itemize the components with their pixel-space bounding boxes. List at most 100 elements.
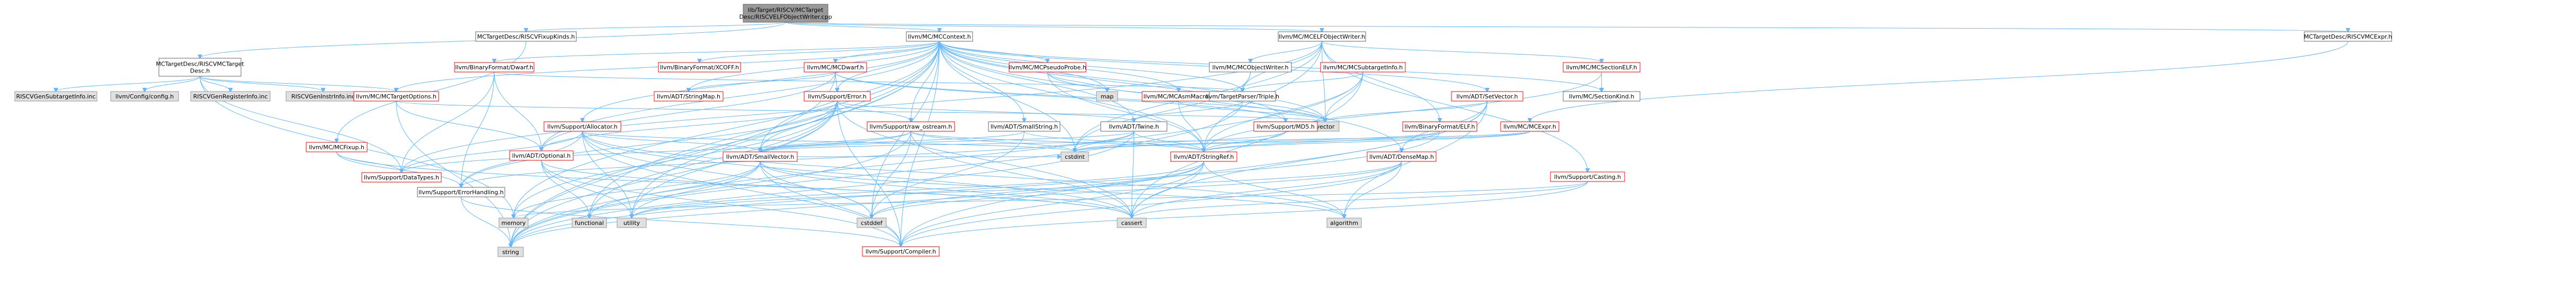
node-box <box>723 151 798 162</box>
node-mcelfobjectwriter[interactable]: llvm/MC/MCELFObjectWriter.h <box>1278 31 1366 42</box>
node-box <box>1402 121 1477 132</box>
node-mcfixup[interactable]: llvm/MC/MCFixup.h <box>306 142 368 152</box>
edge-mcasmmacro-to-stringref <box>1178 101 1204 152</box>
node-label: RISCVGenInstrInfo.inc <box>291 93 355 100</box>
edge-root-to-riscvfixupkinds <box>526 22 786 32</box>
node-datatypes[interactable]: llvm/Support/DataTypes.h <box>361 172 442 183</box>
node-smallstring[interactable]: llvm/ADT/SmallString.h <box>988 121 1060 132</box>
node-smallvector[interactable]: llvm/ADT/SmallVector.h <box>723 151 798 162</box>
node-label: llvm/ADT/DenseMap.h <box>1369 153 1434 160</box>
node-box <box>14 91 97 102</box>
node-mcasmmacro[interactable]: llvm/MC/MCAsmMacro.h <box>1142 91 1216 102</box>
node-sectionkind[interactable]: llvm/MC/SectionKind.h <box>1563 91 1641 102</box>
node-cassert[interactable]: cassert <box>1117 218 1147 228</box>
edge-smallvector-to-memory <box>514 161 761 218</box>
node-label: llvm/Support/Compiler.h <box>866 248 936 255</box>
node-md5[interactable]: llvm/Support/MD5.h <box>1253 121 1318 132</box>
edge-twine-to-stringref <box>1134 131 1204 152</box>
node-rawostream[interactable]: llvm/Support/raw_ostream.h <box>867 121 955 132</box>
edge-stringref-to-cstddef <box>872 161 1204 218</box>
node-mctargetoptions[interactable]: llvm/MC/MCTargetOptions.h <box>353 91 439 102</box>
edge-supporterror-to-compiler <box>837 101 901 247</box>
edge-supporterror-to-optional <box>541 101 837 151</box>
node-optional[interactable]: llvm/ADT/Optional.h <box>509 150 574 161</box>
node-cstdint[interactable]: cstdint <box>1060 151 1089 162</box>
node-riscvmcexpr[interactable]: MCTargetDesc/RISCVMCExpr.h <box>2304 31 2392 42</box>
node-triple[interactable]: llvm/TargetParser/Triple.h <box>1206 91 1279 102</box>
node-binaryformatxcoff[interactable]: llvm/BinaryFormat/XCOFF.h <box>658 62 741 73</box>
node-vector[interactable]: vector <box>1311 121 1340 132</box>
node-supporterror[interactable]: llvm/Support/Error.h <box>804 91 871 102</box>
node-riscvgeninstrinfo[interactable]: RISCVGenInstrInfo.inc <box>286 91 361 102</box>
edge-supporterror-to-smallvector <box>760 101 837 152</box>
node-mcobjectwriter[interactable]: llvm/MC/MCObjectWriter.h <box>1209 62 1292 73</box>
node-functional[interactable]: functional <box>572 218 607 228</box>
node-label: llvm/MC/MCDwarf.h <box>807 64 863 71</box>
node-mcsectionelf[interactable]: llvm/MC/MCSectionELF.h <box>1563 62 1641 73</box>
node-label: MCTargetDesc/RISCVFixupKinds.h <box>477 33 575 40</box>
node-riscvfixupkinds[interactable]: MCTargetDesc/RISCVFixupKinds.h <box>475 31 577 42</box>
node-casting[interactable]: llvm/Support/Casting.h <box>1550 171 1625 182</box>
node-label: Desc/RISCVELFObjectWriter.cpp <box>739 14 832 21</box>
node-twine[interactable]: llvm/ADT/Twine.h <box>1100 121 1167 132</box>
edge-densemap-to-cstddef <box>872 161 1402 218</box>
node-mcdwarf[interactable]: llvm/MC/MCDwarf.h <box>804 62 867 73</box>
edge-mcpseudoprobe-to-stringref <box>1047 71 1204 152</box>
edge-mccontext-to-binaryformatdwarf <box>494 41 940 62</box>
node-box <box>1451 91 1523 102</box>
edge-mcsubtargetinfo-to-triple <box>1243 71 1363 92</box>
node-box <box>361 172 442 183</box>
node-mcpseudoprobe[interactable]: llvm/MC/MCPseudoProbe.h <box>1009 62 1086 73</box>
edge-mctargetoptions-to-vector <box>396 101 1325 122</box>
node-memory[interactable]: memory <box>498 218 529 228</box>
edge-riscvmctargetdesc-to-config <box>145 76 200 92</box>
edge-mcexpr-to-stringref <box>1204 131 1530 152</box>
edge-stringref-to-utility <box>632 161 1204 218</box>
node-binaryformatelf[interactable]: llvm/BinaryFormat/ELF.h <box>1402 121 1477 132</box>
edge-allocator-to-smallvector <box>582 131 761 152</box>
node-binaryformatdwarf[interactable]: llvm/BinaryFormat/Dwarf.h <box>454 62 534 73</box>
node-mccontext[interactable]: llvm/MC/MCContext.h <box>906 31 973 42</box>
node-riscvgensubtargetinfo[interactable]: RISCVGenSubtargetInfo.inc <box>14 91 97 102</box>
node-stringref[interactable]: llvm/ADT/StringRef.h <box>1170 151 1237 162</box>
node-box <box>804 91 871 102</box>
node-root[interactable]: lib/Target/RISCV/MCTargetDesc/RISCVELFOb… <box>739 4 832 23</box>
node-string[interactable]: string <box>497 247 524 257</box>
node-label: llvm/Support/raw_ostream.h <box>870 123 952 130</box>
node-cstddef[interactable]: cstddef <box>857 218 887 228</box>
node-riscvgenregisterinfo[interactable]: RISCVGenRegisterInfo.inc <box>190 91 271 102</box>
node-algorithm[interactable]: algorithm <box>1326 218 1362 228</box>
node-setvector[interactable]: llvm/ADT/SetVector.h <box>1451 91 1523 102</box>
node-compiler[interactable]: llvm/Support/Compiler.h <box>862 246 940 257</box>
node-mcexpr[interactable]: llvm/MC/MCExpr.h <box>1500 121 1559 132</box>
edge-mccontext-to-binaryformatxcoff <box>700 41 940 62</box>
node-label: llvm/Support/Error.h <box>808 93 867 100</box>
node-label: memory <box>502 220 526 227</box>
node-utility[interactable]: utility <box>617 218 647 228</box>
edge-stringref-to-cassert <box>1132 161 1204 218</box>
edge-binaryformatdwarf-to-optional <box>494 71 541 151</box>
edge-root-to-mcelfobjectwriter <box>785 22 1322 32</box>
edge-mccontext-to-vector <box>939 41 1326 122</box>
edge-riscvmctargetdesc-to-riscvgensubtargetinfo <box>56 76 200 92</box>
node-config[interactable]: llvm/Config/config.h <box>110 91 179 102</box>
node-label: llvm/MC/MCELFObjectWriter.h <box>1279 33 1365 40</box>
node-errorhandling[interactable]: llvm/Support/ErrorHandling.h <box>417 187 505 197</box>
node-label: llvm/MC/MCSubtargetInfo.h <box>1323 64 1403 71</box>
node-stringmap[interactable]: llvm/ADT/StringMap.h <box>654 91 724 102</box>
node-allocator[interactable]: llvm/Support/Allocator.h <box>543 121 621 132</box>
edge-triple-to-twine <box>1134 101 1243 122</box>
node-label: Desc.h <box>190 68 210 75</box>
node-mcsubtargetinfo[interactable]: llvm/MC/MCSubtargetInfo.h <box>1320 62 1406 73</box>
node-label: llvm/MC/MCObjectWriter.h <box>1213 64 1289 71</box>
edge-triple-to-string <box>511 101 1243 247</box>
node-densemap[interactable]: llvm/ADT/DenseMap.h <box>1367 151 1437 162</box>
node-map[interactable]: map <box>1096 91 1118 102</box>
edge-supporterror-to-cassert <box>837 101 1132 218</box>
edge-mcsubtargetinfo-to-string <box>511 71 1363 247</box>
node-box <box>1320 62 1406 73</box>
edge-mcdwarf-to-string <box>511 71 836 247</box>
node-label: llvm/Support/Allocator.h <box>547 123 617 130</box>
node-box <box>497 247 524 257</box>
